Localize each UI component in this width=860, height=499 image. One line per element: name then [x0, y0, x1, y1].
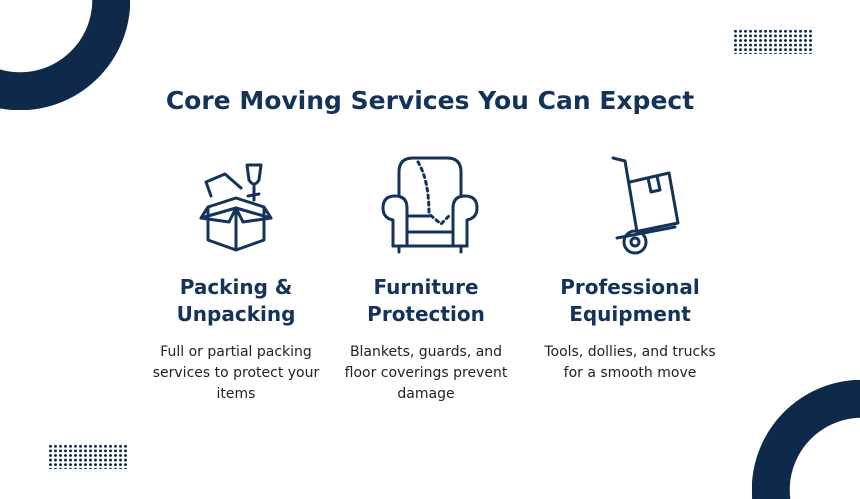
service-title: Packing & Unpacking: [176, 275, 296, 326]
service-equipment: Professional Equipment Tools, dollies, a…: [540, 150, 720, 384]
decor-ring-bottom-right: [752, 380, 860, 499]
service-packing: Packing & Unpacking Full or partial pack…: [146, 150, 326, 405]
page-title: Core Moving Services You Can Expect: [165, 86, 695, 115]
service-description: Tools, dollies, and trucks for a smooth …: [544, 344, 716, 381]
decor-ring-top-left: [0, 0, 130, 110]
open-box-icon: [146, 150, 326, 260]
service-title: Professional Equipment: [560, 275, 700, 326]
service-description: Full or partial packing services to prot…: [152, 344, 320, 402]
hand-truck-icon: [540, 150, 720, 260]
decor-dots-top-right: [733, 29, 812, 54]
service-title: Furniture Protection: [367, 275, 485, 326]
service-description: Blankets, guards, and floor coverings pr…: [344, 344, 508, 402]
armchair-icon: [336, 150, 516, 260]
decor-dots-bottom-left: [48, 444, 127, 469]
service-furniture: Furniture Protection Blankets, guards, a…: [336, 150, 516, 405]
